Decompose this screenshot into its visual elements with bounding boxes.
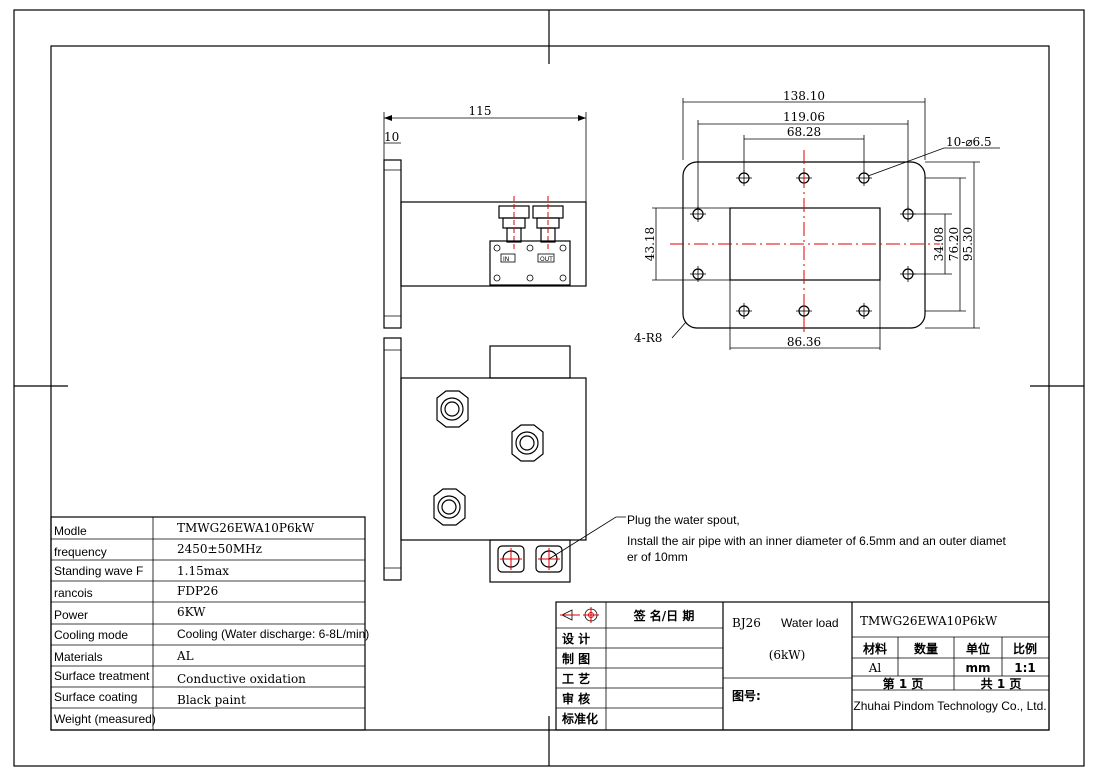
spec-label-surface-treatment: Surface treatment bbox=[54, 669, 150, 683]
spec-label-power: Power bbox=[54, 608, 88, 622]
dim-34: 34.08 bbox=[932, 227, 946, 261]
spec-value-frequency: 2450±50MHz bbox=[177, 542, 262, 556]
dim-86: 86.36 bbox=[787, 335, 821, 349]
value-scale: 1:1 bbox=[1014, 661, 1036, 675]
page-total: 共 1 页 bbox=[981, 676, 1022, 691]
role-design: 设 计 bbox=[562, 631, 590, 646]
role-process: 工 艺 bbox=[562, 671, 590, 686]
dim-115: 115 bbox=[469, 104, 492, 118]
header-scale: 比例 bbox=[1013, 641, 1037, 656]
dim-43: 43.18 bbox=[643, 227, 657, 261]
note-line-1: Plug the water spout, bbox=[627, 513, 740, 527]
spec-label-materials: Materials bbox=[54, 650, 103, 664]
spec-value-surface-coating: Black paint bbox=[177, 693, 246, 707]
spec-value-flange: FDP26 bbox=[177, 584, 218, 598]
dim-95: 95.30 bbox=[961, 227, 975, 261]
dim-10: 10 bbox=[384, 130, 399, 144]
header-quantity: 数量 bbox=[914, 641, 938, 656]
port-out-label: OUT bbox=[540, 256, 553, 263]
spec-label-flange: rancois bbox=[54, 586, 93, 600]
inner-border bbox=[50, 45, 1050, 731]
company-name: Zhuhai Pindom Technology Co., Ltd. bbox=[853, 699, 1046, 713]
role-draw: 制 图 bbox=[562, 651, 590, 666]
role-review: 审 核 bbox=[562, 691, 590, 706]
spec-label-cooling: Cooling mode bbox=[54, 628, 128, 642]
spec-label-weight: Weight (measured) bbox=[54, 712, 156, 726]
product-code: BJ26 bbox=[732, 616, 761, 630]
spec-value-materials: AL bbox=[176, 649, 194, 663]
top-view bbox=[383, 337, 626, 583]
product-name: Water load bbox=[781, 616, 839, 630]
role-standard: 标准化 bbox=[561, 711, 598, 726]
value-unit: mm bbox=[965, 661, 990, 675]
note-line-3: er of 10mm bbox=[627, 550, 688, 564]
dim-138: 138.10 bbox=[783, 89, 825, 103]
dim-76: 76.20 bbox=[947, 227, 961, 261]
header-unit: 单位 bbox=[966, 641, 990, 656]
port-in-label: IN bbox=[503, 256, 509, 263]
spec-label-standing-wave: Standing wave F bbox=[54, 564, 143, 578]
flange-view: 138.10 119.06 68.28 10-⌀6.5 43.18 34.08 … bbox=[634, 89, 1000, 350]
dim-119: 119.06 bbox=[783, 110, 825, 124]
spec-label-model: Modle bbox=[54, 524, 87, 538]
title-block: 签 名/日 期 设 计 制 图 工 艺 审 核 标准化 BJ26 Water l… bbox=[555, 601, 1050, 731]
sign-date-header: 签 名/日 期 bbox=[633, 608, 695, 623]
value-material: Al bbox=[868, 661, 882, 675]
spec-table: Modle TMWG26EWA10P6kW frequency 2450±50M… bbox=[50, 516, 369, 731]
spec-value-power: 6KW bbox=[177, 605, 206, 619]
note-line-2: Install the air pipe with an inner diame… bbox=[627, 534, 1007, 548]
spec-label-frequency: frequency bbox=[54, 545, 107, 559]
spec-label-surface-coating: Surface coating bbox=[54, 690, 137, 704]
model-number: TMWG26EWA10P6kW bbox=[860, 614, 998, 628]
spec-value-cooling: Cooling (Water discharge: 6-8L/min) bbox=[177, 627, 369, 641]
dim-r8: 4-R8 bbox=[634, 331, 662, 345]
product-power: (6kW) bbox=[769, 648, 806, 662]
header-material: 材料 bbox=[862, 641, 887, 656]
spec-value-standing-wave: 1.15max bbox=[177, 564, 229, 578]
side-view: 115 10 IN OUT bbox=[383, 104, 587, 329]
spec-value-model: TMWG26EWA10P6kW bbox=[177, 521, 315, 535]
dim-holes: 10-⌀6.5 bbox=[946, 135, 992, 149]
page-number: 第 1 页 bbox=[883, 676, 924, 691]
drawing-no-label: 图号: bbox=[732, 688, 761, 703]
dim-68: 68.28 bbox=[787, 125, 821, 139]
spec-value-surface-treatment: Conductive oxidation bbox=[177, 672, 306, 686]
